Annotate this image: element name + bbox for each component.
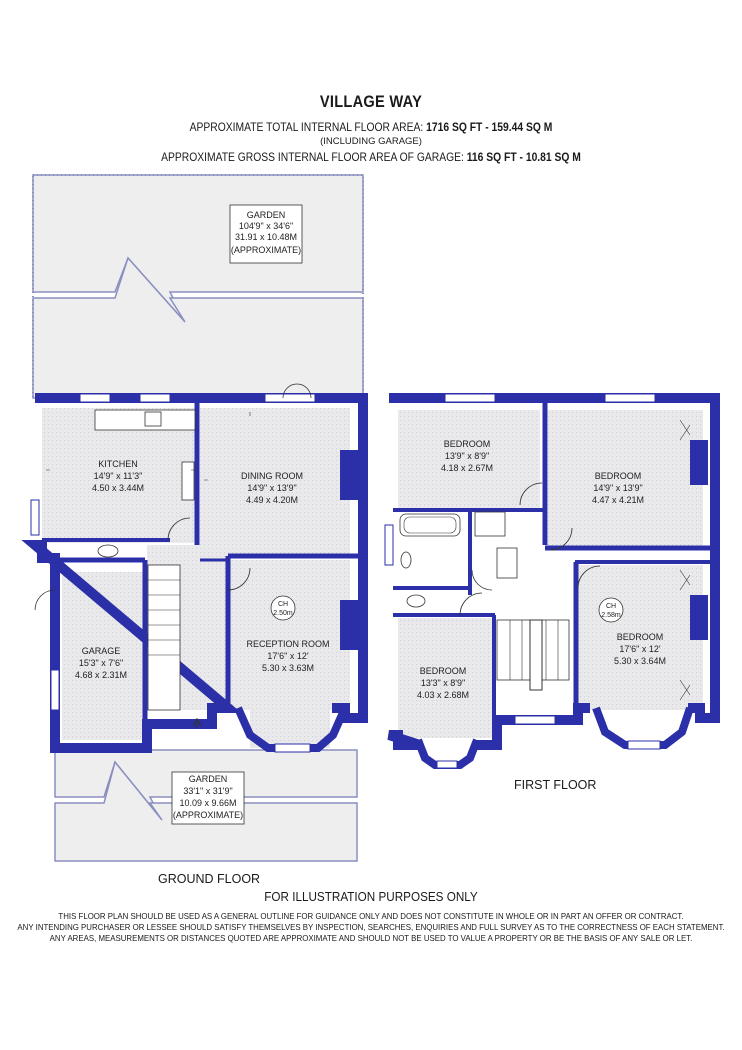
label-front-garden: GARDEN 33'1" x 31'9" 10.09 x 9.66M (APPR… <box>173 774 243 820</box>
label-garage: GARAGE 15'3" x 7'6" 4.68 x 2.31M <box>75 646 127 680</box>
kitchen-dim-metric: 4.50 x 3.44M <box>92 483 144 493</box>
rear-garden-dim-imperial: 104'9" x 34'6" <box>239 221 293 231</box>
kitchen-name: KITCHEN <box>98 459 138 469</box>
rear-garden <box>32 174 364 399</box>
rear-garden-label-box <box>229 204 303 264</box>
ground-floor-plan <box>21 383 368 753</box>
reception-dim-metric: 5.30 x 3.63M <box>262 663 314 673</box>
front-garden-name: GARDEN <box>189 774 228 784</box>
label-bedroom-4: BEDROOM 17'6" x 12' 5.30 x 3.64M <box>614 632 666 666</box>
label-reception-room: RECEPTION ROOM 17'6" x 12' 5.30 x 3.63M <box>246 639 329 673</box>
front-garden-note: (APPROXIMATE) <box>173 810 243 820</box>
label-bedroom-3: BEDROOM 13'3" x 8'9" 4.03 x 2.68M <box>417 666 469 700</box>
reception-name: RECEPTION ROOM <box>246 639 329 649</box>
kitchen-dim-imperial: 14'9" x 11'3" <box>94 471 143 481</box>
garage-dim-imperial: 15'3" x 7'6" <box>79 658 123 668</box>
garage-area-line: APPROXIMATE GROSS INTERNAL FLOOR AREA OF… <box>52 150 690 164</box>
front-garden-dim-metric: 10.09 x 9.66M <box>179 798 236 808</box>
front-garden-dim-imperial: 33'1" x 31'9" <box>183 786 232 796</box>
dining-dim-imperial: 14'9" x 13'9" <box>247 483 296 493</box>
including-garage-note: (INCLUDING GARAGE) <box>320 136 422 147</box>
bedroom4-dim-metric: 5.30 x 3.64M <box>614 656 666 666</box>
bedroom2-name: BEDROOM <box>595 471 642 481</box>
dining-name: DINING ROOM <box>241 471 303 481</box>
garage-dim-metric: 4.68 x 2.31M <box>75 670 127 680</box>
total-area-value: 1716 SQ FT - 159.44 SQ M <box>426 120 553 134</box>
rear-garden-note: (APPROXIMATE) <box>231 245 301 255</box>
bedroom3-dim-metric: 4.03 x 2.68M <box>417 690 469 700</box>
ch-ground-marker <box>270 595 296 621</box>
first-floor-plan <box>384 393 720 769</box>
ch-first-name: CH <box>606 603 616 610</box>
label-ch-ground: CH 2.50m <box>273 601 293 617</box>
bedroom3-name: BEDROOM <box>420 666 467 676</box>
front-garden <box>54 749 358 862</box>
rear-garden-dim-metric: 31.91 x 10.48M <box>235 232 297 242</box>
bedroom2-dim-imperial: 14'9" x 13'9" <box>593 483 642 493</box>
bedroom1-name: BEDROOM <box>444 439 491 449</box>
disclaimer-line-3: ANY AREAS, MEASUREMENTS OR DISTANCES QUO… <box>49 934 693 943</box>
front-garden-label-box <box>171 771 245 825</box>
label-dining-room: DINING ROOM 14'9" x 13'9" 4.49 x 4.20M <box>241 471 303 505</box>
garage-name: GARAGE <box>82 646 121 656</box>
bedroom1-dim-imperial: 13'9" x 8'9" <box>445 451 489 461</box>
ch-first-marker <box>598 597 624 623</box>
ch-ground-height: 2.50m <box>273 610 293 617</box>
label-bedroom-2: BEDROOM 14'9" x 13'9" 4.47 x 4.21M <box>592 471 644 505</box>
reception-dim-imperial: 17'6" x 12' <box>267 651 308 661</box>
disclaimer-line-1: THIS FLOOR PLAN SHOULD BE USED AS A GENE… <box>58 912 684 921</box>
ground-floor-label: GROUND FLOOR <box>158 872 261 886</box>
disclaimer-line-2: ANY INTENDING PURCHASER OR LESSEE SHOULD… <box>17 923 725 932</box>
total-area-label: APPROXIMATE TOTAL INTERNAL FLOOR AREA: <box>189 120 424 134</box>
label-rear-garden: GARDEN 104'9" x 34'6" 31.91 x 10.48M (AP… <box>231 210 301 255</box>
label-bedroom-1: BEDROOM 13'9" x 8'9" 4.18 x 2.67M <box>441 439 493 473</box>
illustration-note: FOR ILLUSTRATION PURPOSES ONLY <box>264 889 478 904</box>
ch-ground-name: CH <box>278 601 288 608</box>
first-floor-label: FIRST FLOOR <box>514 778 597 792</box>
ch-first-height: 2.58m <box>601 612 621 619</box>
bedroom4-name: BEDROOM <box>617 632 664 642</box>
dining-dim-metric: 4.49 x 4.20M <box>246 495 298 505</box>
label-kitchen: KITCHEN 14'9" x 11'3" 4.50 x 3.44M <box>92 459 144 493</box>
bedroom4-dim-imperial: 17'6" x 12' <box>619 644 660 654</box>
garage-area-value: 116 SQ FT - 10.81 SQ M <box>466 150 581 164</box>
bedroom1-dim-metric: 4.18 x 2.67M <box>441 463 493 473</box>
plan-title: VILLAGE WAY <box>319 92 423 111</box>
total-area-line: APPROXIMATE TOTAL INTERNAL FLOOR AREA: 1… <box>52 120 690 134</box>
garage-area-label: APPROXIMATE GROSS INTERNAL FLOOR AREA OF… <box>161 150 464 164</box>
bedroom2-dim-metric: 4.47 x 4.21M <box>592 495 644 505</box>
bedroom3-dim-imperial: 13'3" x 8'9" <box>421 678 465 688</box>
label-ch-first: CH 2.58m <box>601 603 621 619</box>
rear-garden-name: GARDEN <box>247 210 286 220</box>
